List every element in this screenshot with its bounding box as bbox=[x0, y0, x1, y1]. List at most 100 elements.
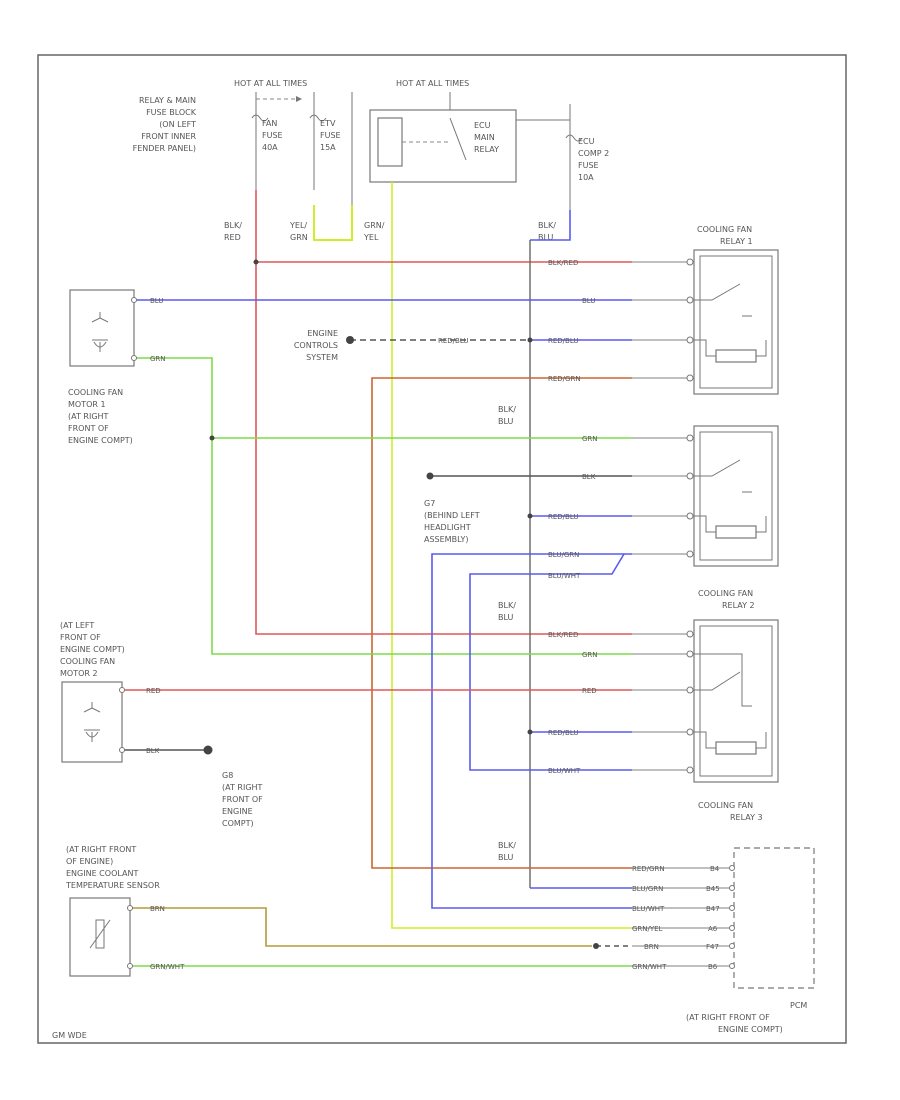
wire-label: RED/BLU bbox=[548, 337, 579, 345]
wire-label: GRN/WHT bbox=[150, 963, 185, 971]
hot-at-all-times-label-1: HOT AT ALL TIMES bbox=[234, 79, 307, 88]
fan-icon bbox=[83, 702, 101, 713]
coolant-temp-sensor-box bbox=[69, 897, 131, 977]
diagram-frame bbox=[37, 54, 847, 1044]
svg-text:COMP 2: COMP 2 bbox=[578, 149, 609, 158]
cooling-fan-relay-1: COOLING FAN RELAY 1 bbox=[686, 225, 779, 395]
cooling-fan-motor-1-box bbox=[69, 289, 135, 367]
wire-label: RED/BLU bbox=[438, 337, 469, 345]
svg-text:FUSE: FUSE bbox=[262, 131, 283, 140]
svg-text:40A: 40A bbox=[262, 143, 278, 152]
relay-coil-icon bbox=[715, 349, 757, 363]
wire-label-blkblu-top: BLK/ BLU bbox=[538, 221, 556, 242]
svg-text:ENGINE COMPT): ENGINE COMPT) bbox=[60, 645, 125, 654]
wire-label: GRN bbox=[150, 355, 166, 363]
svg-text:RELAY & MAIN: RELAY & MAIN bbox=[139, 96, 196, 105]
wire-label-yelgrn: YEL/ GRN bbox=[289, 221, 308, 242]
svg-text:BLK/: BLK/ bbox=[498, 841, 516, 850]
cooling-fan-relay-3: COOLING FAN RELAY 3 bbox=[686, 619, 779, 822]
wire-label-blkred-top: BLK/ RED bbox=[224, 221, 242, 242]
corner-code: GM WDE bbox=[52, 1031, 87, 1040]
wire-label: BLK bbox=[582, 473, 596, 481]
wire-bluwht bbox=[469, 553, 632, 771]
cooling-fan-motor-1-label: COOLING FAN MOTOR 1 (AT RIGHT FRONT OF E… bbox=[68, 388, 133, 445]
svg-text:FUSE: FUSE bbox=[578, 161, 599, 170]
relay-3-label: COOLING FAN RELAY 3 bbox=[698, 801, 763, 822]
svg-text:FUSE: FUSE bbox=[320, 131, 341, 140]
svg-text:ENGINE: ENGINE bbox=[307, 329, 338, 338]
wire-label: BRN bbox=[150, 905, 165, 913]
svg-text:FRONT OF: FRONT OF bbox=[222, 795, 263, 804]
svg-text:G7: G7 bbox=[424, 499, 435, 508]
cooling-fan-relay-2: COOLING FAN RELAY 2 bbox=[686, 425, 779, 610]
svg-text:BLU: BLU bbox=[498, 417, 514, 426]
svg-text:FRONT OF: FRONT OF bbox=[68, 424, 109, 433]
relay-coil-icon bbox=[715, 741, 757, 755]
wire-label-blkblu-mid1: BLK/ BLU bbox=[498, 405, 516, 426]
svg-text:10A: 10A bbox=[578, 173, 594, 182]
wire-label: RED bbox=[146, 687, 161, 695]
wire-label: BLK/RED bbox=[548, 259, 578, 267]
wire-label: BLU/WHT bbox=[548, 572, 581, 580]
svg-text:ENGINE COMPT): ENGINE COMPT) bbox=[718, 1025, 783, 1034]
svg-text:ENGINE COOLANT: ENGINE COOLANT bbox=[66, 869, 138, 878]
wire-label: BLU/GRN bbox=[632, 885, 663, 893]
cooling-fan-motor-2-box bbox=[61, 681, 123, 763]
svg-text:MOTOR 1: MOTOR 1 bbox=[68, 400, 106, 409]
svg-text:RELAY 2: RELAY 2 bbox=[722, 601, 755, 610]
g7-label: G7 (BEHIND LEFT HEADLIGHT ASSEMBLY) bbox=[424, 499, 480, 544]
fuse-block-label: RELAY & MAIN FUSE BLOCK (ON LEFT FRONT I… bbox=[133, 96, 197, 153]
wire-label: RED bbox=[582, 687, 597, 695]
svg-text:BLK/: BLK/ bbox=[538, 221, 556, 230]
splice-dots bbox=[203, 259, 599, 949]
wire-label: BLU/WHT bbox=[548, 767, 581, 775]
svg-text:BLU: BLU bbox=[498, 853, 514, 862]
pcm-label: PCM (AT RIGHT FRONT OF ENGINE COMPT) bbox=[686, 1001, 807, 1034]
svg-text:G8: G8 bbox=[222, 771, 233, 780]
wire-blkblu-ecu bbox=[530, 210, 571, 241]
wire-label: BRN bbox=[644, 943, 659, 951]
wire-label: BLU/WHT bbox=[632, 905, 665, 913]
svg-text:YEL/: YEL/ bbox=[289, 221, 307, 230]
svg-text:SYSTEM: SYSTEM bbox=[306, 353, 338, 362]
svg-text:ENGINE: ENGINE bbox=[222, 807, 253, 816]
svg-text:B6: B6 bbox=[708, 963, 718, 971]
svg-text:COOLING FAN: COOLING FAN bbox=[698, 589, 753, 598]
ecu-comp-fuse-icon bbox=[565, 134, 583, 142]
svg-text:B4: B4 bbox=[710, 865, 720, 873]
svg-text:(AT RIGHT FRONT: (AT RIGHT FRONT bbox=[66, 845, 136, 854]
wire-label: BLK/RED bbox=[548, 631, 578, 639]
svg-text:RED: RED bbox=[224, 233, 241, 242]
wire-label: GRN bbox=[582, 435, 598, 443]
svg-text:B47: B47 bbox=[706, 905, 720, 913]
ecu-comp-fuse-label: ECU COMP 2 FUSE 10A bbox=[578, 137, 609, 182]
svg-text:GRN/: GRN/ bbox=[364, 221, 385, 230]
relay-switch-icon bbox=[694, 671, 741, 691]
svg-text:FRONT INNER: FRONT INNER bbox=[141, 132, 196, 141]
svg-text:BLK/: BLK/ bbox=[498, 601, 516, 610]
svg-text:OF ENGINE): OF ENGINE) bbox=[66, 857, 113, 866]
wire-label: BLU/GRN bbox=[548, 551, 579, 559]
svg-text:YEL: YEL bbox=[363, 233, 379, 242]
wire-blugrn bbox=[431, 553, 632, 909]
relay-1-label: COOLING FAN RELAY 1 bbox=[697, 225, 753, 246]
fan-fuse-label: FAN FUSE 40A bbox=[262, 119, 283, 152]
svg-text:FUSE BLOCK: FUSE BLOCK bbox=[146, 108, 197, 117]
svg-text:COMPT): COMPT) bbox=[222, 819, 254, 828]
svg-text:COOLING FAN: COOLING FAN bbox=[68, 388, 123, 397]
svg-text:FRONT OF: FRONT OF bbox=[60, 633, 101, 642]
svg-text:MOTOR 2: MOTOR 2 bbox=[60, 669, 98, 678]
wire-label: BLU bbox=[582, 297, 595, 305]
relay-coil-icon bbox=[377, 117, 403, 167]
wire-grnyel-to-pcm bbox=[391, 182, 632, 929]
svg-text:HEADLIGHT: HEADLIGHT bbox=[424, 523, 471, 532]
wire-label: BLK bbox=[146, 747, 160, 755]
wire-label: RED/BLU bbox=[548, 729, 579, 737]
wire-redgrn bbox=[371, 377, 632, 869]
svg-text:RELAY 1: RELAY 1 bbox=[720, 237, 753, 246]
engine-controls-label: ENGINE CONTROLS SYSTEM bbox=[294, 329, 338, 362]
etv-fuse-label: ETV FUSE 15A bbox=[320, 119, 341, 152]
svg-text:TEMPERATURE SENSOR: TEMPERATURE SENSOR bbox=[65, 881, 160, 890]
svg-text:A6: A6 bbox=[708, 925, 718, 933]
svg-text:COOLING FAN: COOLING FAN bbox=[697, 225, 752, 234]
